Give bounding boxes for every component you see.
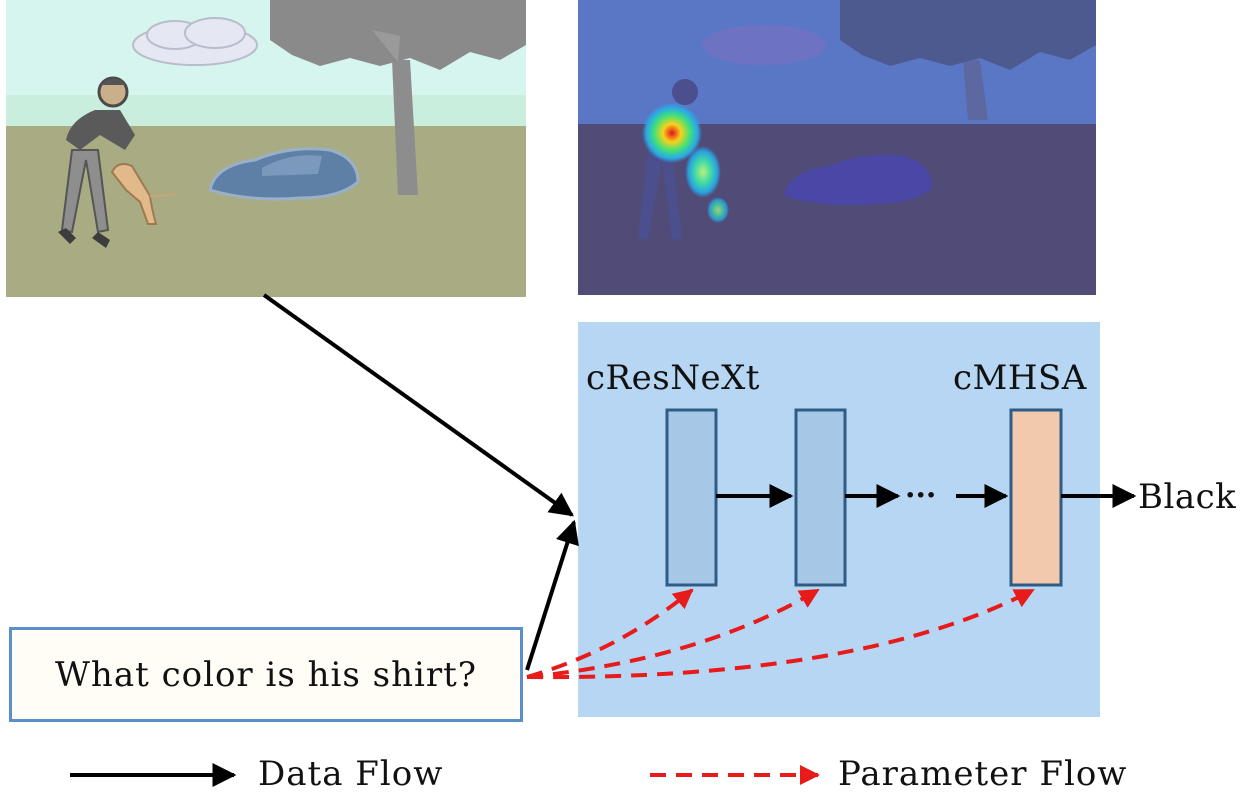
tree-icon [270,0,526,195]
person-silhouette [638,79,698,240]
car-icon [208,147,360,201]
attention-map-image [578,0,1096,295]
cloud-silhouette [702,25,826,65]
parameter-flow-to-cmhsa [526,588,1035,680]
ellipsis-label: ··· [905,478,936,513]
legend-parameter-flow-label: Parameter Flow [838,754,1128,794]
cmhsa-block [1009,408,1063,587]
parameter-flow-to-block2 [526,588,820,679]
question-text: What color is his shirt? [54,654,478,695]
cresnext-label: cResNeXt [586,358,760,398]
attention-hotspot-hand [707,197,729,223]
cloud-icon [132,17,258,66]
cresnext-block-1 [665,408,718,587]
attention-hotspot-arm [685,146,721,198]
cresnext-block-2 [794,408,847,587]
input-image [6,0,526,297]
tree-silhouette [840,0,1096,120]
output-answer: Black [1138,477,1236,517]
parameter-flow-to-block1 [526,588,694,679]
question-to-network-arrow [525,519,579,671]
legend-data-flow-label: Data Flow [258,754,444,794]
car-silhouette [784,154,932,205]
image-to-network-arrow [262,293,574,517]
cmhsa-label: cMHSA [953,358,1087,398]
dog-icon [110,163,177,225]
person-icon [58,76,135,248]
attention-hotspot-chest [642,103,702,163]
question-box: What color is his shirt? [9,627,523,722]
